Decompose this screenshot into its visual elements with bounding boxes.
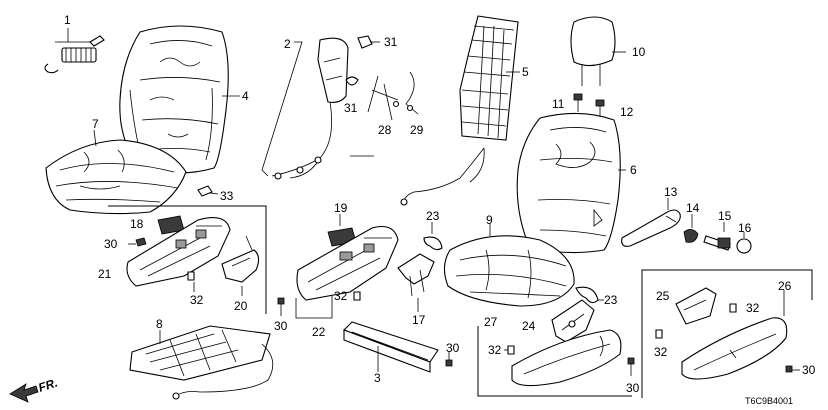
part-32-clip-center [353,291,361,301]
callout-19: 19 [334,201,348,215]
part-10-headrest [570,16,626,86]
callout-30: 30 [274,319,288,333]
front-indicator-label: FR. [37,376,60,395]
callout-4: 4 [242,89,249,103]
part-9-cushion-pad [443,224,575,307]
part-17-bracket [397,253,435,312]
part-28-29-brackets [367,71,419,121]
callout-32: 32 [334,289,348,303]
callout-labels: 1234567891011121314151617181920212223232… [64,13,816,395]
callout-18: 18 [130,217,144,231]
part-27-side-trim [511,329,622,387]
callout-32: 32 [488,343,502,357]
callout-11: 11 [552,97,565,111]
part-13-side-cover [621,198,681,247]
callout-2: 2 [284,37,291,51]
callout-33: 33 [220,189,234,203]
callout-31: 31 [344,101,358,115]
diagram-code: T6C9B4001 [745,396,793,406]
part-4-seatback-cover [119,25,240,174]
part-22-inner-trim [295,225,399,319]
callout-26: 26 [778,279,792,293]
part-20-inner-cover [221,235,260,296]
part-30-screw-lower-right [627,357,635,376]
part-14-15-16-knob-bolt-cap [683,214,752,254]
callout-29: 29 [410,123,424,137]
part-26-side-trim [681,290,788,380]
part-31-nut [345,35,380,86]
group-box-right [641,269,813,398]
part-30-screw-center [277,297,285,316]
part-2-harness [261,37,374,180]
part-23-clip-lower [575,286,604,304]
part-21-outer-trim [126,217,231,287]
callout-23: 23 [604,293,618,307]
callout-23: 23 [426,209,440,223]
callout-30: 30 [626,381,640,395]
callout-5: 5 [522,65,529,79]
callout-3: 3 [374,371,381,385]
front-direction-arrow: FR. [9,376,60,403]
group-box-left [108,205,267,314]
callout-15: 15 [718,209,732,223]
part-30-screw-left [128,237,147,247]
callout-30: 30 [802,363,816,377]
callout-16: 16 [738,221,752,235]
callout-32: 32 [746,301,760,315]
part-3-front-trim [343,321,439,373]
callout-20: 20 [234,299,248,313]
callout-28: 28 [378,123,392,137]
part-6-seatback-frame [516,112,626,254]
callout-25: 25 [656,289,670,303]
callout-27: 27 [484,315,498,329]
callout-30: 30 [446,341,460,355]
part-30-screw-far-right [785,365,800,373]
callout-22: 22 [312,325,326,339]
callout-7: 7 [92,117,99,131]
part-33-screw [197,185,219,197]
callout-13: 13 [664,185,678,199]
callout-30: 30 [104,237,118,251]
part-32-clips-right [655,303,737,339]
callout-6: 6 [630,163,637,177]
callout-31: 31 [384,35,398,49]
callout-8: 8 [156,317,163,331]
part-25-cover [675,287,717,325]
part-30-screw-lower [445,352,453,367]
callout-10: 10 [632,45,646,59]
callout-21: 21 [98,267,112,281]
part-24-bracket [551,299,595,343]
callout-1: 1 [64,13,71,27]
part-1-clips [44,28,105,74]
callout-32: 32 [654,345,668,359]
callout-14: 14 [686,201,700,215]
part-7-cushion-cover [45,129,187,215]
group-box-lower-middle [477,326,632,397]
callout-17: 17 [412,313,426,327]
callout-24: 24 [522,319,536,333]
part-23-clip-upper [423,222,443,251]
callout-32: 32 [190,293,204,307]
callout-9: 9 [486,213,493,227]
part-32-clip-lower-middle [504,345,515,355]
part-8-sensor-harness [129,325,274,400]
part-32-clip-left [187,271,195,292]
part-5-heater-mat [400,15,520,206]
callout-12: 12 [620,105,634,119]
